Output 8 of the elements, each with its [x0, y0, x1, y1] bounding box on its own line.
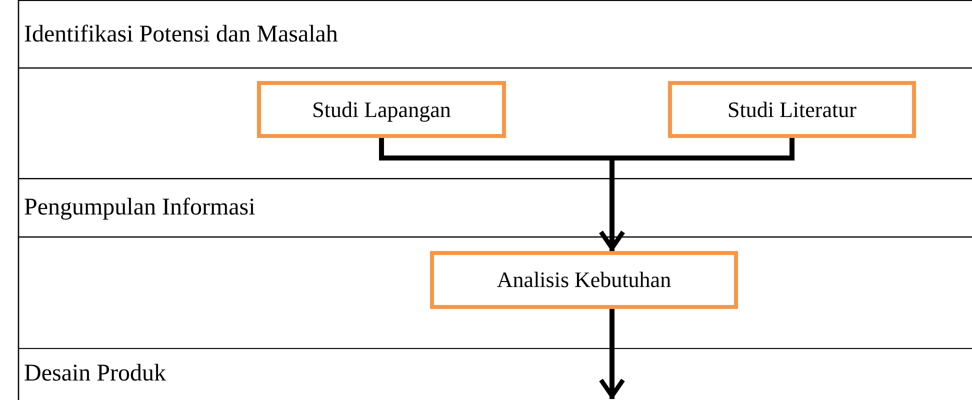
process-box: Studi Literatur: [668, 81, 916, 138]
arrow: [598, 309, 626, 399]
row-label: Desain Produk: [24, 360, 166, 388]
row-label: Pengumpulan Informasi: [24, 194, 256, 221]
process-box: Analisis Kebutuhan: [430, 251, 738, 309]
arrow: [598, 138, 794, 251]
row-label: Identifikasi Potensi dan Masalah: [24, 21, 338, 48]
process-box: Studi Lapangan: [257, 81, 506, 138]
